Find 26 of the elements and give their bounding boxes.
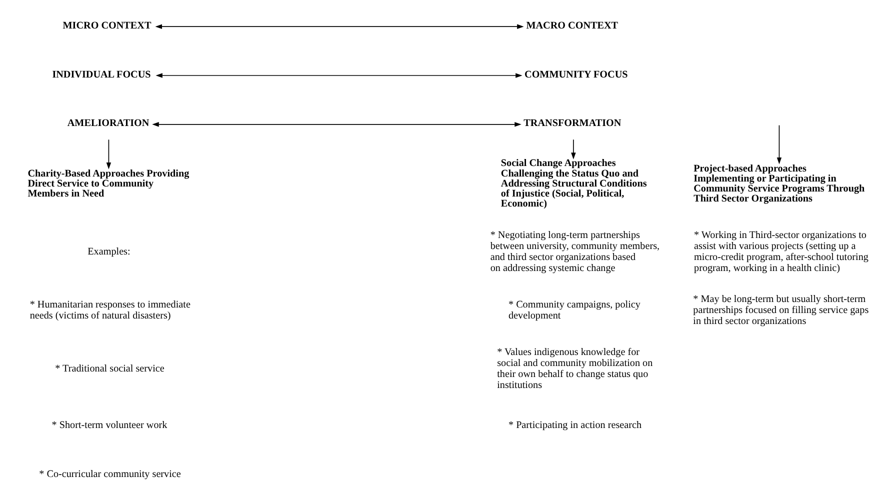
label: * Negotiating long-term partnerships between university, community members, and third sector organizations based on addressing systemic change xyxy=(490,230,660,274)
arrow xyxy=(776,124,782,164)
label: * Values indigenous knowledge for social and community mobilization on their own behalf to change status quo institutions xyxy=(496,347,652,392)
label: * May be long-term but usually short-term partnerships focused on filling service gaps in third sector organizations xyxy=(692,294,868,327)
arrow xyxy=(152,122,521,127)
arrow xyxy=(570,139,576,160)
arrow xyxy=(155,73,522,78)
label: * Traditional social service xyxy=(54,364,164,375)
node-text: MACRO CONTEXT xyxy=(526,20,618,32)
node-text: COMMUNITY FOCUS xyxy=(524,69,628,80)
node-text: Project-based Approaches Implementing or Participating in Community Service Programs Through Third Sector Organizations xyxy=(693,163,864,205)
label: * Participating in action research xyxy=(508,420,642,432)
arrow xyxy=(106,139,111,170)
label: * Working in Third-sector organizations to assist with various projects (setting up a micro-credit program, after-school tutoring program, working in a health clinic) xyxy=(694,230,868,274)
node-text: AMELIORATION xyxy=(66,118,149,130)
arrow xyxy=(154,24,524,29)
node-text: MICRO CONTEXT xyxy=(62,20,151,32)
node-text: Charity-Based Approaches Providing Direct Service to Community Members in Need xyxy=(27,168,189,200)
label: * Community campaigns, policy development xyxy=(508,300,640,322)
node-text: Social Change Approaches Challenging the Status Quo and Addressing Structural Conditions of Injustice (Social, Political, Economic) xyxy=(500,158,646,210)
label: Examples: xyxy=(87,246,130,258)
node-text: TRANSFORMATION xyxy=(523,118,621,130)
node-text: INDIVIDUAL FOCUS xyxy=(52,69,150,80)
label: * Humanitarian responses to immediate needs (victims of natural disasters) xyxy=(29,300,190,322)
label: * Co-curricular community service xyxy=(38,469,180,480)
label: * Short-term volunteer work xyxy=(51,420,167,432)
